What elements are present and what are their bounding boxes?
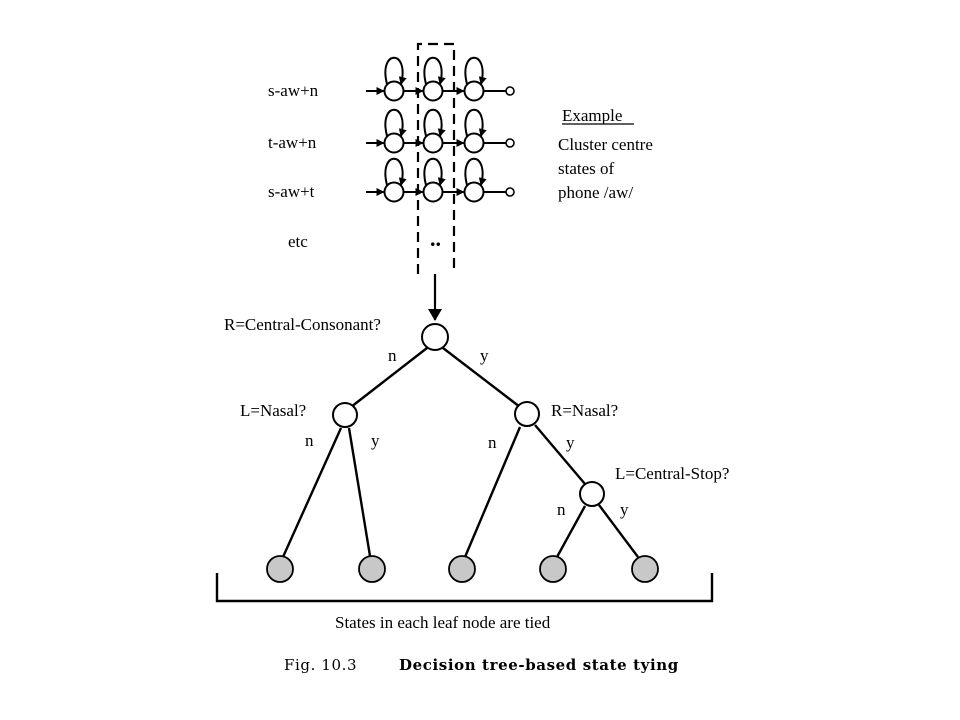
- left-no-label: n: [305, 431, 314, 450]
- leaf-node-2: [358, 555, 386, 583]
- left-yes-label: y: [371, 431, 380, 450]
- hmm-row-label-1: s-aw+n: [268, 81, 319, 100]
- root-question-node: [421, 323, 449, 351]
- hmm-row-3-exit-node: [505, 187, 515, 197]
- deep-question-node: [579, 481, 605, 507]
- example-heading: Example: [562, 106, 622, 125]
- hmm-row-label-3: s-aw+t: [268, 182, 315, 201]
- left-question-label: L=Nasal?: [240, 401, 306, 420]
- hmm-state-rows: s-aw+n t-aw+n s-aw+t: [268, 56, 515, 203]
- right-question-node: [514, 401, 540, 427]
- leaf-bracket: [215, 573, 714, 603]
- leaf-node-3: [448, 555, 476, 583]
- figure-caption-text: Decision tree-based state tying: [399, 656, 679, 674]
- hmm-etc-label: etc: [288, 232, 308, 251]
- hmm-row-3-self-loop-1: [384, 157, 407, 186]
- hmm-row-3-self-loop-3: [464, 157, 487, 186]
- right-question-label: R=Nasal?: [551, 401, 618, 420]
- hmm-row-1-state-2: [422, 80, 444, 102]
- hmm-row-2-state-2: [422, 132, 444, 154]
- root-question-label: R=Central-Consonant?: [224, 315, 381, 334]
- hmm-row-1-exit-node: [505, 86, 515, 96]
- deep-no-label: n: [557, 500, 566, 519]
- hmm-row-2-state-3: [463, 132, 485, 154]
- deep-question-label: L=Central-Stop?: [615, 464, 729, 483]
- hmm-row-3-state-1: [383, 181, 405, 203]
- example-line-2: states of: [558, 159, 615, 178]
- middle-state-selection-box: [416, 42, 456, 274]
- root-yes-label: y: [480, 346, 489, 365]
- hmm-row-1-self-loop-1: [384, 56, 407, 85]
- hmm-row-2-self-loop-2: [423, 108, 446, 137]
- hmm-continuation-dots: ..: [430, 226, 441, 251]
- edge-root-left: [350, 347, 428, 408]
- hmm-row-1-state-1: [383, 80, 405, 102]
- hmm-row-3-self-loop-2: [423, 157, 446, 186]
- hmm-row-3-state-2: [422, 181, 444, 203]
- edge-right-leaf3: [463, 426, 522, 558]
- tree-edges: [281, 347, 639, 558]
- example-line-3: phone /aw/: [558, 183, 633, 202]
- hmm-row-3-state-3: [463, 181, 485, 203]
- hmm-row-1-self-loop-3: [464, 56, 487, 85]
- leaf-node-5: [631, 555, 659, 583]
- left-question-node: [332, 402, 358, 428]
- hmm-row-2-self-loop-1: [384, 108, 407, 137]
- hmm-row-2-self-loop-3: [464, 108, 487, 137]
- edge-left-leaf1: [281, 427, 343, 558]
- hmm-row-2-state-1: [383, 132, 405, 154]
- example-line-1: Cluster centre: [558, 135, 653, 154]
- hmm-row-1-self-loop-2: [423, 56, 446, 85]
- edge-left-leaf2: [347, 427, 372, 557]
- figure-number: Fig. 10.3: [284, 656, 357, 674]
- edge-root-right: [442, 347, 521, 408]
- edge-deep-leaf4: [555, 505, 587, 558]
- deep-yes-label: y: [620, 500, 629, 519]
- leaf-bracket-caption: States in each leaf node are tied: [335, 613, 551, 632]
- hmm-row-2-exit-node: [505, 138, 515, 148]
- right-yes-label: y: [566, 433, 575, 452]
- hmm-row-1-state-3: [463, 80, 485, 102]
- right-no-label: n: [488, 433, 497, 452]
- hmm-row-label-2: t-aw+n: [268, 133, 317, 152]
- leaf-node-4: [539, 555, 567, 583]
- edge-right-deep: [534, 424, 586, 485]
- leaf-node-1: [266, 555, 294, 583]
- root-no-label: n: [388, 346, 397, 365]
- edge-deep-leaf5: [598, 504, 639, 558]
